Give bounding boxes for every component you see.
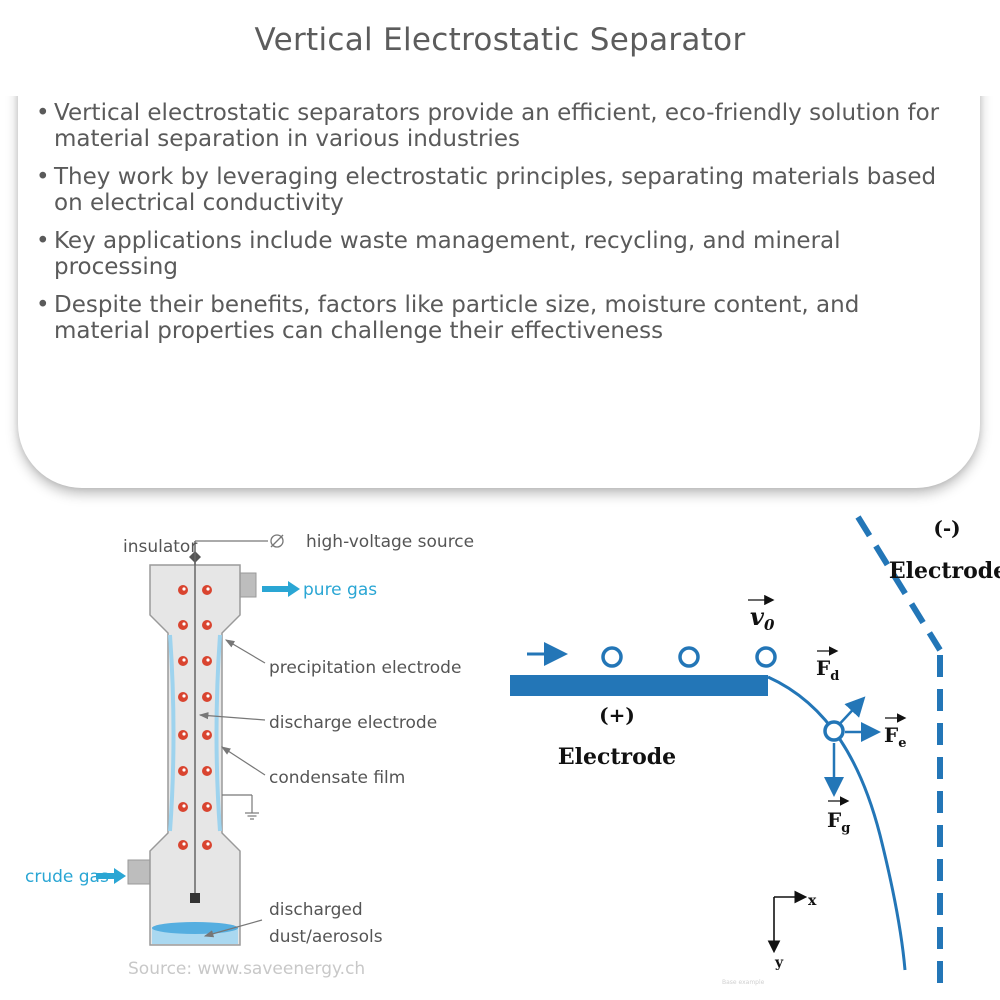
bullet-dot: • — [36, 164, 50, 190]
particle-highlight — [182, 732, 186, 736]
bullet-item: •Key applications include waste manageme… — [36, 228, 946, 280]
particle-highlight — [206, 622, 210, 626]
particle-highlight — [206, 658, 210, 662]
watermark: Base example — [722, 979, 765, 986]
ground-icon — [245, 812, 259, 820]
particle-highlight — [182, 658, 186, 662]
particle-highlight — [182, 842, 186, 846]
condensate-film-left — [168, 634, 176, 832]
bullet-text: They work by leveraging electrostatic pr… — [54, 164, 937, 216]
discharged-label-line1: discharged — [269, 900, 363, 920]
y-axis-label: y — [774, 955, 784, 971]
particle — [823, 720, 845, 742]
bullet-text: Despite their benefits, factors like par… — [54, 292, 860, 344]
particle — [678, 646, 700, 668]
discharge-electrode-label: discharge electrode — [269, 713, 437, 733]
bullet-dot: • — [36, 228, 50, 254]
particle-highlight — [206, 804, 210, 808]
condensate-film-right — [214, 634, 222, 832]
particle-highlight — [182, 622, 186, 626]
x-axis-label: x — [808, 893, 817, 909]
particle-highlight — [206, 842, 210, 846]
high-voltage-label: high-voltage source — [306, 532, 474, 552]
particle-highlight — [206, 732, 210, 736]
bullet-item: •They work by leveraging electrostatic p… — [36, 164, 946, 216]
page-title: Vertical Electrostatic Separator — [254, 22, 746, 58]
particle-highlight — [182, 587, 186, 591]
card-top-cover — [0, 62, 1000, 96]
particle-highlight — [206, 694, 210, 698]
bullet-item: •Vertical electrostatic separators provi… — [36, 100, 946, 152]
pure-gas-label: pure gas — [303, 580, 377, 600]
bullet-text: Key applications include waste managemen… — [54, 228, 841, 280]
force-diagram: (-) Electrode (+) Electrode v0 Fd Fe Fg — [510, 515, 1000, 986]
negative-electrode-label: Electrode — [889, 558, 1000, 584]
separator-diagrams: insulator high-voltage source pure gas p… — [25, 515, 1000, 986]
positive-electrode-plate — [510, 675, 768, 696]
bullet-dot: • — [36, 100, 50, 126]
negative-sign: (-) — [933, 516, 960, 540]
bullet-list: •Vertical electrostatic separators provi… — [36, 100, 946, 356]
particle-highlight — [206, 587, 210, 591]
bullet-item: •Despite their benefits, factors like pa… — [36, 292, 946, 344]
particle-highlight — [206, 768, 210, 772]
source-credit: Source: www.saveenergy.ch — [128, 959, 365, 979]
positive-sign: (+) — [599, 703, 635, 727]
wire-weight — [190, 893, 200, 903]
bullet-text: Vertical electrostatic separators provid… — [54, 100, 940, 152]
gravity-force-label: Fg — [827, 808, 850, 836]
positive-electrode-label: Electrode — [558, 744, 676, 770]
particle-highlight — [182, 694, 186, 698]
electric-force-label: Fe — [884, 723, 906, 751]
discharged-label-line2: dust/aerosols — [269, 927, 383, 947]
precipitator-diagram: insulator high-voltage source pure gas p… — [25, 532, 474, 979]
charged-particles — [178, 585, 212, 850]
insulator-label: insulator — [123, 537, 197, 557]
condensate-film-label: condensate film — [269, 768, 405, 788]
summary-card — [18, 78, 980, 488]
drag-force-label: Fd — [816, 656, 839, 684]
bullet-dot: • — [36, 292, 50, 318]
negative-electrode-diagonal — [855, 515, 943, 652]
particle — [601, 646, 623, 668]
high-voltage-icon — [270, 534, 284, 548]
particle-highlight — [182, 804, 186, 808]
liquid-surface — [152, 922, 238, 934]
particle — [755, 646, 777, 668]
particle-trajectory — [767, 675, 907, 971]
crude-gas-label: crude gas — [25, 867, 109, 887]
precipitation-electrode-label: precipitation electrode — [269, 658, 461, 678]
particle-highlight — [182, 768, 186, 772]
v0-label: v0 — [750, 602, 775, 634]
